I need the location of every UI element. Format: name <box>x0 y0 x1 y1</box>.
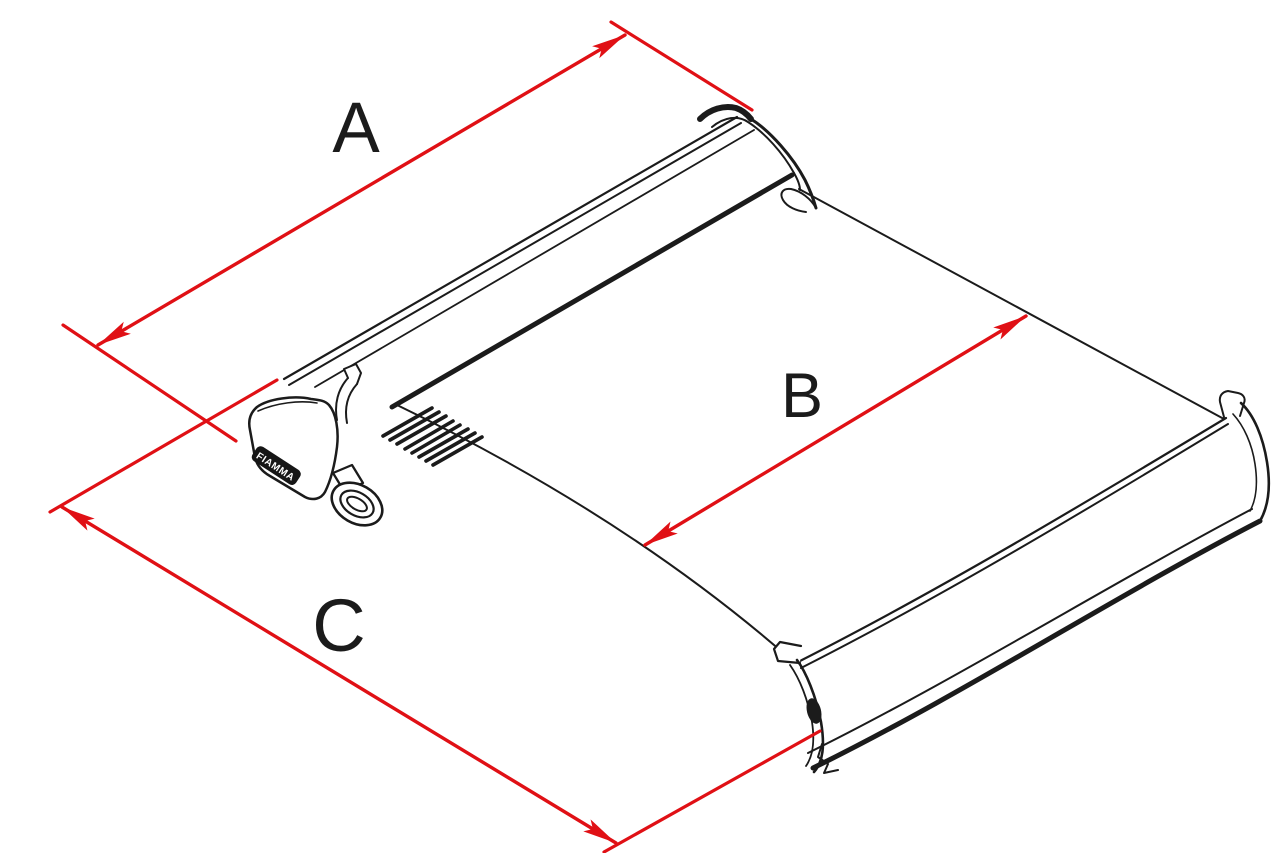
dimension-c-extension-top <box>48 378 279 514</box>
lead-bar-hook-left <box>772 640 803 665</box>
dimension-a-line <box>96 33 627 347</box>
right-cap-top <box>697 104 754 122</box>
mounting-bracket <box>335 363 362 424</box>
dimension-b-line <box>643 314 1028 547</box>
case-front-top-edge <box>314 129 755 388</box>
fabric-right-edge <box>798 188 1225 420</box>
dimension-c <box>48 378 822 853</box>
dimension-a-extension-left <box>61 323 238 443</box>
dimension-c-extension-bottom <box>602 729 822 853</box>
dimension-b-label: B <box>781 361 823 431</box>
cassette-end-cap-motor: FIAMMA <box>248 396 384 527</box>
dimensions <box>48 20 1028 853</box>
lead-bar-foot-left <box>817 743 839 774</box>
right-cap-join <box>793 172 801 191</box>
lead-bar-cap-left-outer <box>795 658 825 774</box>
bracket-head <box>343 363 362 385</box>
cassette-end-cap-right <box>697 104 818 213</box>
lead-bar-cap-shadow <box>806 698 822 724</box>
lead-bar-bottom-edge <box>810 518 1263 771</box>
right-cap-lip <box>780 187 817 213</box>
lead-bar-cap-right-inner <box>1232 413 1258 512</box>
dimension-c-line <box>60 505 618 845</box>
lead-bar <box>772 390 1271 774</box>
right-cap-outer <box>749 117 818 210</box>
lead-bar-bottom-thin <box>807 508 1253 754</box>
right-cap-inner <box>711 116 795 174</box>
roller-ribs <box>381 406 484 467</box>
dimension-a-label: A <box>332 89 380 168</box>
dimension-c-label: C <box>312 584 365 667</box>
lead-bar-top-edge <box>796 416 1228 664</box>
lead-bar-cap-left-inner <box>789 664 815 767</box>
motor-cap-bevel <box>257 401 318 412</box>
awning-drawing: FIAMMA <box>248 104 1271 774</box>
crank-eyelet <box>330 463 384 527</box>
lead-bar-hook-right <box>1218 390 1246 418</box>
dimension-b <box>643 314 1028 547</box>
lead-bar-top-edge-2 <box>800 423 1229 669</box>
dimension-a-extension-right <box>609 20 754 112</box>
lead-bar-cap-right-outer <box>1239 401 1271 523</box>
dimension-a <box>61 20 754 443</box>
motor-cap-body <box>248 396 339 501</box>
